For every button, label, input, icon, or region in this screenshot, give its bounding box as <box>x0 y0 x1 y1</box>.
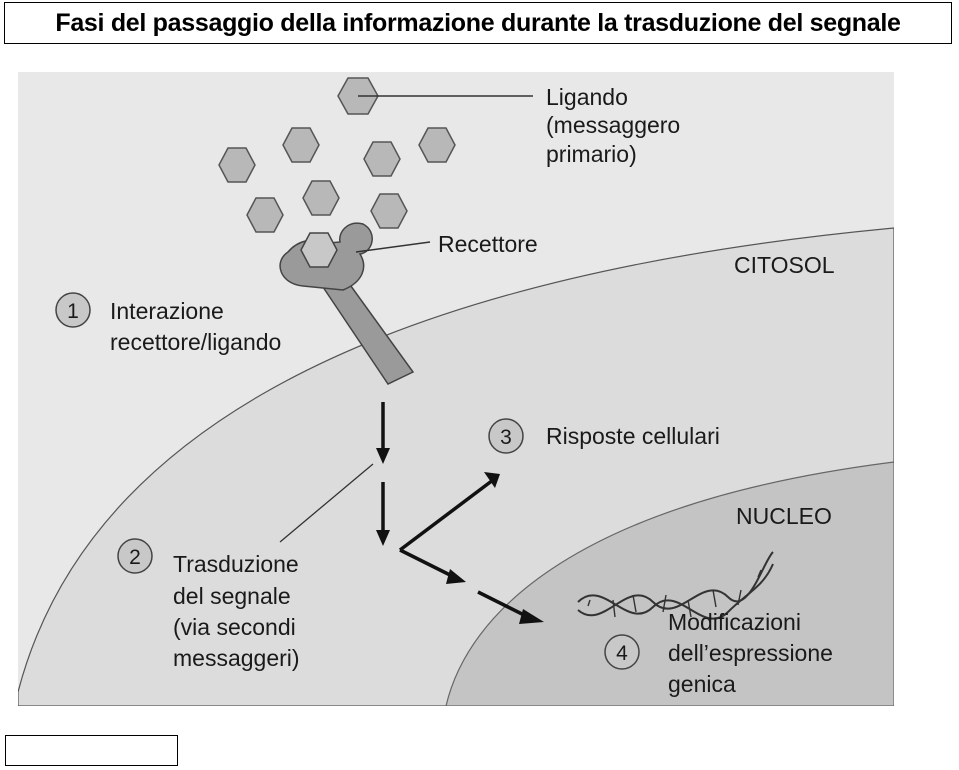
ligand-label-line1: Ligando <box>546 84 628 110</box>
arrow-to-nucleus-b-head <box>519 609 544 624</box>
arrow-to-nucleus-b <box>477 590 529 619</box>
step2-label-line2: del segnale <box>173 583 291 609</box>
receptor-shape <box>279 222 415 385</box>
ligand-hexagon <box>370 193 408 229</box>
signal-arrows <box>376 402 544 624</box>
down-arrow-1-head <box>376 448 390 464</box>
step2-label-line1: Trasduzione <box>173 551 299 577</box>
empty-caption-box <box>5 735 178 766</box>
ligand-hexagon <box>218 147 256 183</box>
dna-helix-icon <box>577 551 774 620</box>
ligand-label-line3: primario) <box>546 141 637 167</box>
step1-label-line1: Interazione <box>110 298 224 324</box>
step1-badge: 1 <box>55 292 91 328</box>
page-title: Fasi del passaggio della informazione du… <box>55 8 901 37</box>
step3-badge: 3 <box>488 418 524 454</box>
step4-number: 4 <box>616 642 628 665</box>
signal-transduction-figure: 1 2 3 4 Ligando (messaggero primario) Re… <box>18 72 894 706</box>
ligand-hexagon <box>363 141 401 177</box>
step4-label-line2: dell’espressione <box>668 640 833 666</box>
step4-label-line3: genica <box>668 671 736 697</box>
ligand-hexagon <box>302 180 340 216</box>
cytosol-label: CITOSOL <box>734 252 835 278</box>
ligand-molecules <box>218 77 456 233</box>
nucleus-region <box>445 461 894 706</box>
ligand-hexagon <box>246 197 284 233</box>
arrow-to-nucleus-a <box>399 548 455 579</box>
step2-label-line4: messaggeri) <box>173 645 300 671</box>
step2-leader-line <box>279 463 374 543</box>
nucleus-label: NUCLEO <box>736 503 832 529</box>
bound-ligand-hexagon <box>300 232 338 268</box>
step3-number: 3 <box>500 426 512 449</box>
arrow-to-response <box>398 478 495 552</box>
arrow-to-response-head <box>484 472 500 488</box>
step1-label-line2: recettore/ligando <box>110 329 281 355</box>
ligand-hexagon <box>418 127 456 163</box>
step2-label-line3: (via secondi <box>173 614 296 640</box>
arrow-to-nucleus-a-head <box>446 569 466 584</box>
step2-badge: 2 <box>117 538 153 574</box>
step4-label-line1: Modificazioni <box>668 609 801 635</box>
receptor-label: Recettore <box>438 231 538 257</box>
ligand-hexagon <box>282 127 320 163</box>
step3-label: Risposte cellulari <box>546 423 720 449</box>
step1-number: 1 <box>67 300 79 323</box>
step4-badge: 4 <box>604 634 640 670</box>
down-arrow-2-head <box>376 530 390 546</box>
ligand-label-line2: (messaggero <box>546 112 680 138</box>
step2-number: 2 <box>129 546 141 569</box>
receptor-leader-line <box>355 241 431 253</box>
title-box: Fasi del passaggio della informazione du… <box>4 2 952 44</box>
